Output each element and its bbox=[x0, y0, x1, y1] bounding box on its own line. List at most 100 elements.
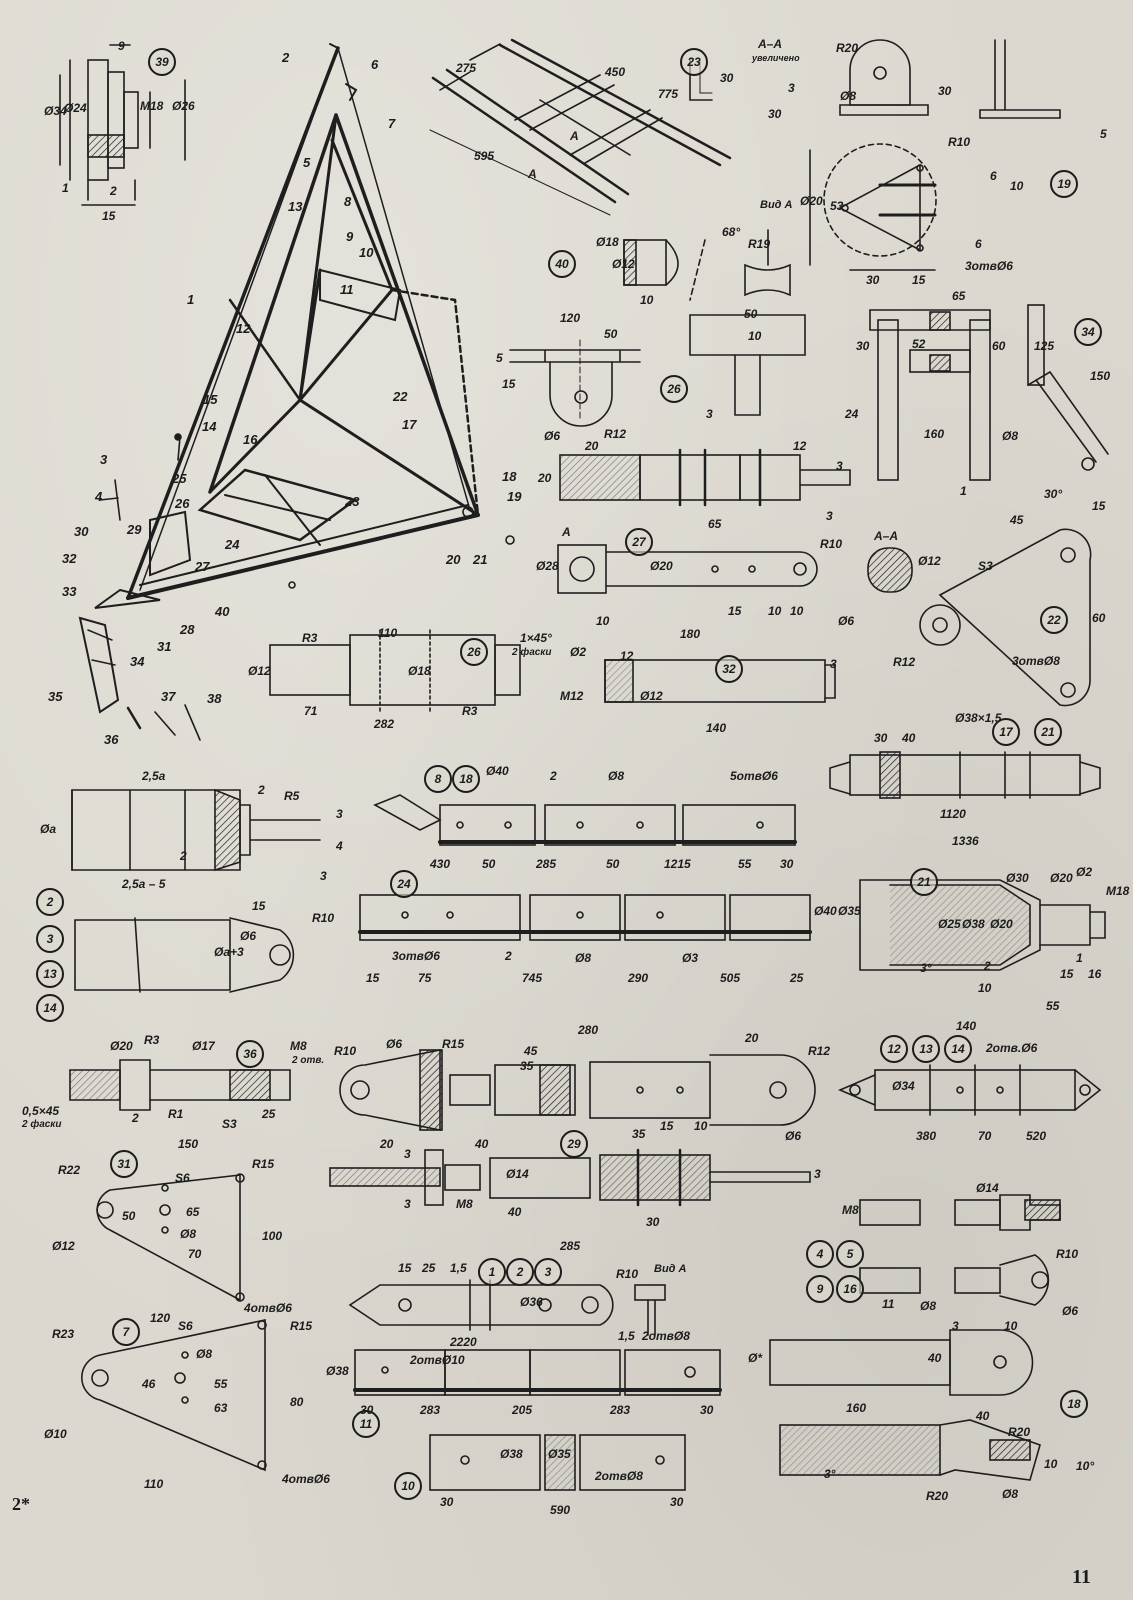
dimension: M12 bbox=[560, 689, 584, 703]
assembly-callout: 24 bbox=[225, 537, 240, 552]
part-8-18-drawing bbox=[373, 794, 797, 846]
part-id-circle: 27 bbox=[625, 528, 653, 556]
dimension: Ø6 bbox=[386, 1037, 403, 1051]
dimension: 2 bbox=[110, 184, 117, 198]
part-id-circle: 31 bbox=[110, 1150, 138, 1178]
dimension: 6 bbox=[990, 169, 997, 183]
dimension: 3 bbox=[814, 1167, 821, 1181]
dimension: Ø8 bbox=[608, 769, 625, 783]
dimension: Ø8 bbox=[920, 1299, 937, 1313]
assembly-callout: 32 bbox=[62, 551, 77, 566]
dimension: 30 bbox=[866, 273, 880, 287]
dimension: 40 bbox=[928, 1351, 942, 1365]
assembly-callout: 37 bbox=[161, 689, 176, 704]
dimension: Ø12 bbox=[640, 689, 663, 703]
dimension: R10 bbox=[820, 537, 843, 551]
part-id-circle: 4 bbox=[806, 1240, 834, 1268]
part-7-drawing bbox=[80, 1319, 267, 1472]
dimension: R10 bbox=[948, 135, 971, 149]
part-19-drawing bbox=[809, 39, 1061, 271]
dimension: 35 bbox=[632, 1127, 646, 1141]
dimension: 30 bbox=[646, 1215, 660, 1229]
part-23-drawing bbox=[429, 38, 732, 216]
dimension: R1 bbox=[168, 1107, 184, 1121]
dimension: S6 bbox=[178, 1319, 193, 1333]
dimension: 505 bbox=[720, 971, 741, 985]
dimension: 55 bbox=[1046, 999, 1060, 1013]
dimension: 40 bbox=[475, 1137, 489, 1151]
dimension: R20 bbox=[836, 41, 859, 55]
part-id-circle: 9 bbox=[806, 1275, 834, 1303]
part-31-drawing bbox=[96, 1173, 245, 1302]
dimension: 450 bbox=[605, 65, 626, 79]
dimension: 120 bbox=[150, 1311, 171, 1325]
assembly-callout: 19 bbox=[507, 489, 522, 504]
dimension: 6 bbox=[975, 237, 982, 251]
dimension: 9 bbox=[118, 39, 125, 53]
dimension: 140 bbox=[706, 721, 727, 735]
dimension: 5 bbox=[1100, 127, 1107, 141]
assembly-callout: 21 bbox=[473, 552, 488, 567]
part-id-circle: 21 bbox=[1034, 718, 1062, 746]
dimension: Ø34 bbox=[44, 104, 67, 118]
dimension: 40 bbox=[508, 1205, 522, 1219]
dimension: 590 bbox=[550, 1503, 571, 1517]
assembly-callout: 8 bbox=[344, 194, 352, 209]
dimension: 180 bbox=[680, 627, 701, 641]
dimension: 15 bbox=[1092, 499, 1106, 513]
dimension: 30 bbox=[874, 731, 888, 745]
assembly-callout: 38 bbox=[207, 691, 222, 706]
dimension: 3 bbox=[404, 1147, 411, 1161]
dimension: 160 bbox=[924, 427, 945, 441]
dimension: 50 bbox=[482, 857, 496, 871]
section-label: A–A bbox=[874, 529, 899, 543]
dimension: 283 bbox=[610, 1403, 631, 1417]
dimension: 10 bbox=[596, 614, 610, 628]
dimension: Ø25 bbox=[938, 917, 961, 931]
part-id-circle: 39 bbox=[148, 48, 176, 76]
part-id-circle: 2 bbox=[506, 1258, 534, 1286]
dimension: Ø35 bbox=[838, 904, 861, 918]
dimension: 20 bbox=[585, 439, 599, 453]
dimension: 3 bbox=[826, 509, 833, 523]
chamfer-note: 1×45° bbox=[520, 631, 552, 645]
dimension: M8 bbox=[456, 1197, 473, 1211]
assembly-callout: 36 bbox=[104, 732, 119, 747]
dimension: 10 bbox=[978, 981, 992, 995]
dimension: 280 bbox=[578, 1023, 599, 1037]
dimension: 775 bbox=[658, 87, 679, 101]
part-36-drawing bbox=[69, 1059, 291, 1111]
dimension: 10 bbox=[1010, 179, 1024, 193]
dimension: 15 bbox=[1060, 967, 1074, 981]
dimension: 2 bbox=[984, 959, 991, 973]
dimension: A bbox=[528, 167, 537, 181]
part-2-tube-drawing bbox=[71, 788, 321, 993]
part-32-drawing bbox=[604, 659, 836, 703]
dimension: 110 bbox=[144, 1477, 164, 1491]
part-id-circle: 22 bbox=[1040, 606, 1068, 634]
dimension: S6 bbox=[175, 1171, 190, 1185]
dimension: 68° bbox=[722, 225, 741, 239]
assembly-callout: 40 bbox=[215, 604, 230, 619]
dimension: 2 bbox=[258, 783, 265, 797]
dimension: 30 bbox=[938, 84, 952, 98]
hole-note: 3отвØ6 bbox=[392, 949, 440, 963]
dimension: 282 bbox=[374, 717, 395, 731]
page-number: 11 bbox=[1072, 1566, 1091, 1588]
assembly-callout: 20 bbox=[446, 552, 461, 567]
assembly-callout: 15 bbox=[203, 392, 218, 407]
assembly-callout: 28 bbox=[180, 622, 195, 637]
dimension: Ø20 bbox=[800, 194, 823, 208]
dimension: 10 bbox=[768, 604, 782, 618]
part-id-circle: 14 bbox=[944, 1035, 972, 1063]
dimension: 15 bbox=[398, 1261, 412, 1275]
dimension: 3 bbox=[830, 657, 837, 671]
dimension: 60 bbox=[1092, 611, 1106, 625]
dimension: 65 bbox=[952, 289, 966, 303]
assembly-callout: 35 bbox=[48, 689, 63, 704]
dimension: 11 bbox=[882, 1297, 895, 1311]
dimension: R5 bbox=[284, 789, 300, 803]
dimension: 4 bbox=[336, 839, 343, 853]
dimension: 75 bbox=[418, 971, 432, 985]
dimension: A bbox=[570, 129, 579, 143]
